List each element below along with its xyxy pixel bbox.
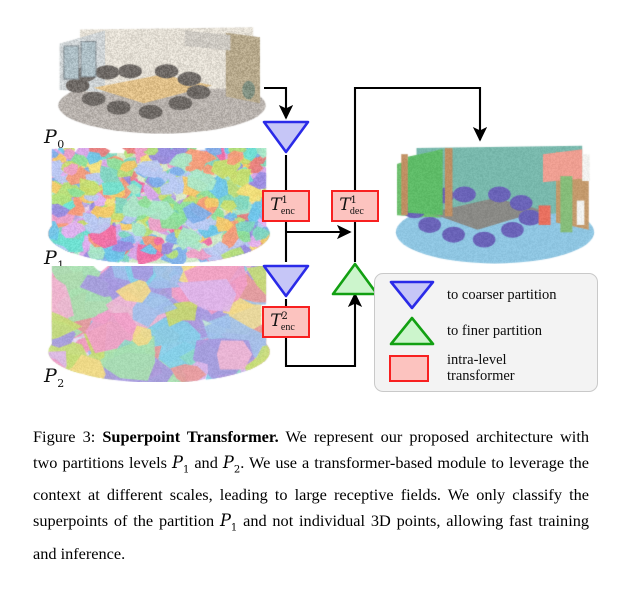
rect-red-icon — [389, 353, 435, 383]
legend-item-to-coarser: to coarser partition — [389, 280, 557, 310]
point-cloud-output-segmentation — [386, 142, 604, 264]
caption-symbol-p2: P2 — [222, 452, 241, 475]
node-transformer-enc2[interactable]: T2enc — [262, 306, 310, 338]
legend-label-to-finer: to finer partition — [447, 322, 543, 339]
legend-item-to-finer: to finer partition — [389, 316, 542, 346]
figure-caption: Figure 3: Superpoint Transformer. We rep… — [33, 424, 589, 566]
node-to-coarser-1[interactable] — [262, 120, 310, 154]
caption-symbol-p1b: P1 — [219, 511, 238, 534]
legend-label-to-coarser: to coarser partition — [447, 286, 557, 303]
figure-superpoint-transformer: P0 P1 P2 — [40, 24, 604, 392]
caption-title: Superpoint Transformer. — [102, 427, 279, 446]
caption-symbol-p1: P1 — [171, 452, 190, 475]
triangle-down-blue-icon — [389, 280, 435, 310]
point-cloud-p2 — [40, 266, 278, 382]
node-to-finer-1[interactable] — [331, 262, 379, 296]
point-cloud-p0 — [48, 24, 276, 134]
point-cloud-p1 — [40, 148, 278, 264]
wire-dec1-to-output — [353, 86, 488, 190]
node-transformer-enc1[interactable]: T1enc — [262, 190, 310, 222]
node-transformer-dec1[interactable]: T1dec — [331, 190, 379, 222]
node-label-enc1: T1enc — [270, 194, 295, 217]
caption-body-3: . We use a transformer-based module to l… — [33, 452, 590, 531]
panel-label-p1: P1 — [44, 247, 64, 272]
caption-body-1: We represent our proposed architecture w… — [33, 427, 589, 472]
caption-body-2: and — [189, 452, 223, 472]
triangle-up-green-icon — [389, 316, 435, 346]
caption-body-4: and not individual 3D points, allowing f… — [33, 511, 590, 563]
wire-enc2-to-up1 — [284, 292, 363, 368]
node-to-coarser-2[interactable] — [262, 264, 310, 298]
panel-label-p0: P0 — [44, 126, 65, 151]
node-label-dec1: T1dec — [339, 194, 364, 217]
wire-input-to-down1 — [264, 86, 294, 120]
diagram-wires — [264, 86, 488, 368]
caption-prefix: Figure 3: — [33, 427, 96, 446]
node-label-enc2: T2enc — [270, 310, 295, 333]
legend-panel: to coarser partition to finer partition … — [374, 273, 598, 392]
panel-label-p2: P2 — [44, 365, 65, 390]
